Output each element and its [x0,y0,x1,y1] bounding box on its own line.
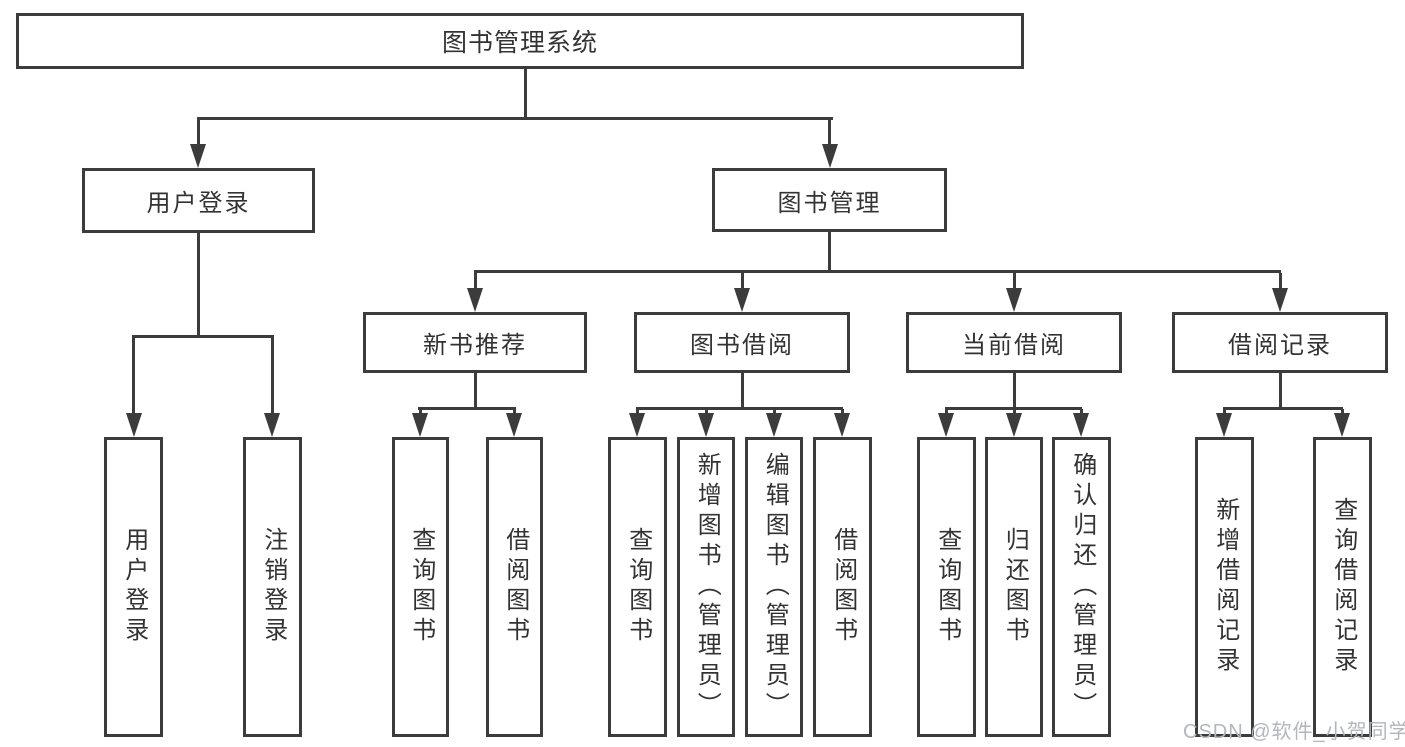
arrowhead-down-icon [1272,288,1288,312]
arrowhead-down-icon [734,288,750,312]
connector-line [1013,273,1016,290]
connector-line [271,338,274,415]
connector-line [524,69,527,118]
connector-line [1279,373,1282,408]
connector-line [1223,407,1343,410]
arrowhead-down-icon [822,144,838,168]
leaf-label: 查询借阅记录 [1329,497,1357,677]
arrowhead-down-icon [1216,413,1232,437]
arrowhead-down-icon [1006,413,1022,437]
node-leaf-borrow-books: 借阅图书 [813,437,872,737]
leaf-label: 编辑图书（管理员） [761,452,789,722]
node-leaf-confirm-return-admin: 确认归还（管理员） [1052,437,1111,737]
node-current-borrowing: 当前借阅 [906,312,1122,373]
arrowhead-down-icon [938,413,954,437]
connector-line [474,373,477,408]
arrowhead-down-icon [834,413,850,437]
node-book-management: 图书管理 [712,168,947,232]
node-borrowing-records: 借阅记录 [1172,312,1388,373]
node-leaf-return-books: 归还图书 [985,437,1043,737]
arrowhead-down-icon [264,413,280,437]
leaf-label: 用户登录 [120,527,148,647]
arrowhead-down-icon [412,413,428,437]
arrowhead-down-icon [1006,288,1022,312]
node-leaf-query-books-rec: 查询图书 [392,437,449,737]
leaf-label: 借阅图书 [829,527,857,647]
connector-line [474,270,1281,273]
node-leaf-borrow-books-rec: 借阅图书 [486,437,543,737]
leaf-label: 查询图书 [624,527,652,647]
arrowhead-down-icon [126,413,142,437]
node-root: 图书管理系统 [16,13,1024,69]
node-leaf-user-login: 用户登录 [104,437,163,737]
arrowhead-down-icon [698,413,714,437]
arrowhead-down-icon [190,144,206,168]
connector-line [741,273,744,290]
arrowhead-down-icon [1073,413,1089,437]
connector-line [132,335,274,338]
leaf-label: 注销登录 [259,527,287,647]
node-user-login: 用户登录 [82,168,315,233]
leaf-label: 借阅图书 [501,527,529,647]
connector-line [1279,273,1282,290]
connector-line [636,407,843,410]
leaf-label: 查询图书 [407,527,435,647]
connector-line [945,407,1082,410]
node-leaf-query-books-current: 查询图书 [917,437,976,737]
node-leaf-add-borrow-record: 新增借阅记录 [1195,437,1254,737]
arrowhead-down-icon [506,413,522,437]
node-leaf-logout: 注销登录 [243,437,302,737]
leaf-label: 新增图书（管理员） [693,452,721,722]
csdn-watermark: CSDN @软件_小贺同学 [1183,721,1405,743]
connector-line [741,373,744,408]
connector-line [1013,373,1016,408]
connector-line [197,120,200,147]
node-leaf-query-books-borrow: 查询图书 [608,437,667,737]
connector-line [474,273,477,290]
leaf-label: 查询图书 [933,527,961,647]
connector-line [197,117,833,120]
leaf-label: 归还图书 [1001,527,1029,647]
connector-line [828,120,831,147]
node-leaf-query-borrow-record: 查询借阅记录 [1313,437,1372,737]
node-book-borrowing: 图书借阅 [634,312,850,373]
arrowhead-down-icon [1334,413,1350,437]
node-leaf-add-books-admin: 新增图书（管理员） [677,437,735,737]
leaf-label: 新增借阅记录 [1211,497,1239,677]
leaf-label: 确认归还（管理员） [1068,452,1096,722]
connector-line [828,232,831,271]
arrowhead-down-icon [467,288,483,312]
arrowhead-down-icon [766,413,782,437]
node-leaf-edit-books-admin: 编辑图书（管理员） [745,437,803,737]
arrowhead-down-icon [629,413,645,437]
connector-line [197,233,200,336]
connector-line [132,338,135,415]
node-new-book-recommendation: 新书推荐 [363,312,587,373]
connector-line [418,407,516,410]
